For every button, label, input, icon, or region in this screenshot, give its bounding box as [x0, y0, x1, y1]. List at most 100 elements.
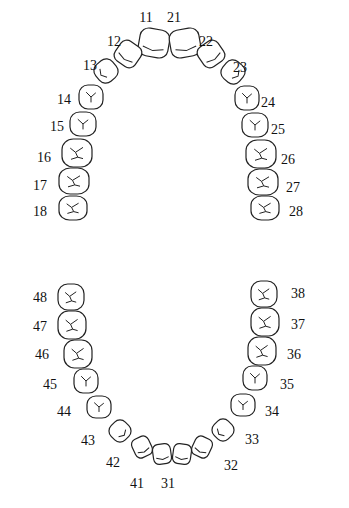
- tooth-fissure: [242, 93, 252, 103]
- tooth-fissure: [72, 348, 84, 360]
- tooth-crown: [74, 369, 98, 393]
- tooth-outline: [62, 139, 92, 167]
- tooth-number: 38: [291, 287, 305, 301]
- tooth-outline: [64, 340, 92, 368]
- tooth-crown: [251, 281, 277, 307]
- tooth-crown: [130, 434, 155, 460]
- tooth-fissure: [250, 120, 260, 130]
- tooth-number: 45: [43, 378, 57, 392]
- tooth-outline: [218, 57, 249, 88]
- tooth-fissure: [67, 203, 79, 213]
- tooth-outline: [242, 113, 268, 137]
- tooth-number: 14: [57, 93, 71, 107]
- tooth-outline: [106, 417, 134, 445]
- tooth-crown: [172, 443, 193, 465]
- tooth-fissure: [250, 373, 260, 383]
- tooth-fissure: [81, 376, 91, 386]
- tooth-fissure: [97, 69, 107, 80]
- tooth-number: 18: [33, 205, 47, 219]
- tooth-outline: [70, 112, 96, 136]
- tooth-number: 23: [233, 61, 247, 75]
- tooth-fissure: [94, 403, 104, 412]
- tooth-crown: [64, 340, 92, 368]
- tooth-crown: [246, 140, 276, 168]
- tooth-number: 17: [33, 179, 47, 193]
- tooth-number: 42: [106, 456, 120, 470]
- tooth-fissure: [119, 430, 128, 439]
- tooth-outline: [231, 394, 255, 416]
- tooth-crown: [70, 112, 96, 136]
- tooth-crown: [243, 366, 267, 390]
- tooth-crown: [59, 168, 89, 194]
- tooth-fissure: [207, 53, 222, 65]
- tooth-fissure: [67, 176, 80, 187]
- tooth-number: 33: [245, 433, 259, 447]
- tooth-outline: [251, 281, 277, 307]
- tooth-outline: [130, 434, 155, 460]
- tooth-number: 12: [107, 35, 121, 49]
- tooth-outline: [243, 366, 267, 390]
- tooth-crown: [251, 308, 279, 336]
- tooth-number: 32: [224, 459, 238, 473]
- tooth-fissure: [66, 319, 78, 331]
- tooth-crown: [87, 396, 111, 418]
- tooth-fissure: [215, 429, 224, 438]
- tooth-number: 36: [287, 348, 301, 362]
- tooth-crown: [62, 139, 92, 167]
- tooth-outline: [58, 311, 86, 339]
- tooth-number: 43: [81, 434, 95, 448]
- tooth-outline: [59, 168, 89, 194]
- tooth-crown: [152, 443, 173, 465]
- tooth-number: 28: [289, 205, 303, 219]
- tooth-number: 27: [286, 181, 300, 195]
- tooth-outline: [246, 140, 276, 168]
- tooth-fissure: [176, 46, 197, 52]
- tooth-outline: [251, 308, 279, 336]
- tooth-number: 44: [57, 405, 71, 419]
- tooth-outline: [251, 196, 279, 220]
- tooth-outline: [190, 434, 215, 460]
- tooth-crown: [58, 311, 86, 339]
- tooth-number: 24: [261, 96, 275, 110]
- tooth-crown: [59, 196, 87, 220]
- tooth-fissure: [238, 401, 248, 410]
- tooth-crown: [251, 196, 279, 220]
- tooth-fissure: [259, 316, 271, 328]
- tooth-number: 22: [199, 35, 213, 49]
- tooth-fissure: [256, 177, 269, 188]
- tooth-number: 16: [37, 151, 51, 165]
- tooth-crown: [190, 434, 215, 460]
- tooth-fissure: [117, 53, 132, 65]
- tooth-crown: [209, 416, 237, 444]
- tooth-number: 34: [265, 405, 279, 419]
- tooth-crown: [218, 57, 249, 88]
- tooth-fissure: [156, 457, 169, 461]
- tooth-crown: [79, 85, 103, 109]
- tooth-crown: [58, 284, 84, 310]
- tooth-crown: [231, 394, 255, 416]
- tooth-crown: [242, 113, 268, 137]
- tooth-number: 41: [130, 477, 144, 491]
- tooth-number: 15: [50, 120, 64, 134]
- tooth-number: 35: [280, 378, 294, 392]
- tooth-fissure: [194, 448, 206, 455]
- tooth-number: 37: [291, 318, 305, 332]
- tooth-number: 25: [271, 123, 285, 137]
- tooth-outline: [152, 443, 173, 465]
- tooth-fissure: [142, 46, 163, 52]
- tooth-outline: [58, 284, 84, 310]
- tooth-number: 48: [33, 291, 47, 305]
- tooth-fissure: [259, 203, 271, 213]
- tooth-number: 26: [281, 153, 295, 167]
- tooth-fissure: [65, 292, 76, 303]
- tooth-number: 31: [161, 477, 175, 491]
- tooth-outline: [248, 337, 276, 365]
- tooth-fissure: [254, 148, 267, 160]
- tooth-fissure: [78, 119, 88, 129]
- tooth-outline: [248, 169, 278, 195]
- tooth-crown: [106, 417, 134, 445]
- tooth-outline: [59, 196, 87, 220]
- tooth-fissure: [70, 147, 83, 159]
